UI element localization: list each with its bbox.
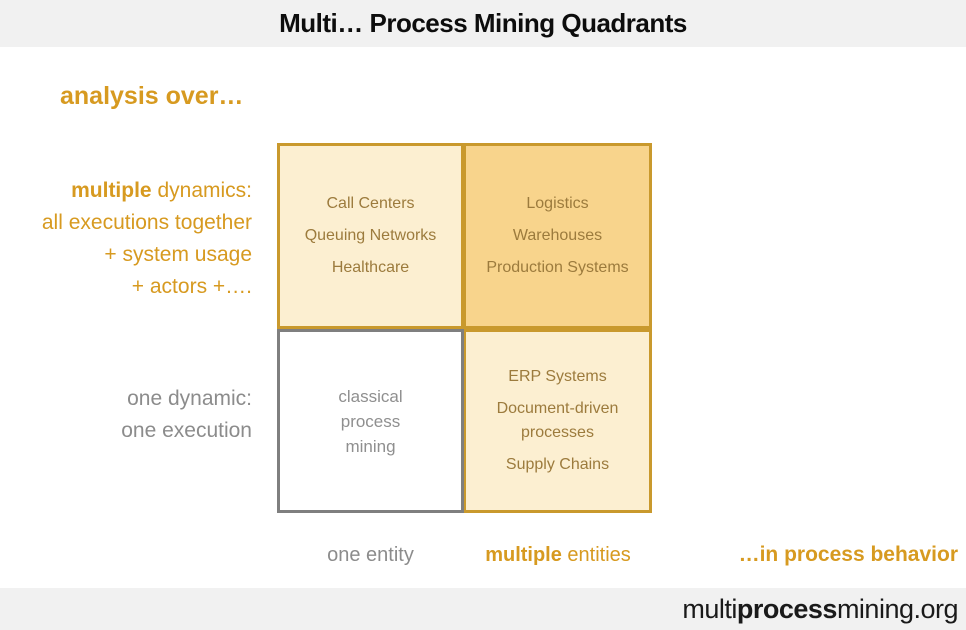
quadrant-bottom-right: ERP Systems Document-driven processes Su… <box>464 329 652 513</box>
x-axis-title: …in process behavior <box>738 543 958 566</box>
quadrant-item: Supply Chains <box>505 456 610 473</box>
logo-bold: process <box>736 594 838 624</box>
y-axis-label-multiple-dynamics: multiple dynamics: all executions togeth… <box>0 175 252 303</box>
x-axis-label-one-entity: one entity <box>327 544 414 566</box>
quadrant-top-right: Logistics Warehouses Production Systems <box>464 143 652 329</box>
quadrant-line: classical <box>338 386 403 406</box>
quadrant-line: mining <box>345 436 396 456</box>
y-high-line-4: + actors +…. <box>131 275 252 298</box>
logo-pre: multi <box>682 594 737 624</box>
quadrant-line: process <box>340 411 401 431</box>
quadrant-item: Production Systems <box>486 259 629 276</box>
y-axis-title: analysis over… <box>60 82 244 110</box>
y-high-bold-word: multiple <box>71 179 152 202</box>
y-low-line-1: one dynamic: <box>127 387 252 410</box>
quadrant-item: Document-driven processes <box>496 400 619 441</box>
quadrant-item: Warehouses <box>512 227 603 244</box>
quadrant-top-left: Call Centers Queuing Networks Healthcare <box>277 143 464 329</box>
logo-post: mining.org <box>836 594 959 624</box>
quadrant-item: Queuing Networks <box>304 227 437 244</box>
y-high-line-1: multiple dynamics: <box>0 175 252 207</box>
quadrant-bottom-left: classical process mining <box>277 329 464 513</box>
x-axis-label-multiple-entities: multiple entities <box>464 541 652 569</box>
quadrant-item: ERP Systems <box>508 368 607 385</box>
y-high-line-2: all executions together <box>41 211 252 234</box>
y-low-line-2: one execution <box>121 419 252 442</box>
footer-bar: multiprocessmining.org <box>0 588 966 630</box>
x-high-rest: entities <box>561 544 631 566</box>
website-logo: multiprocessmining.org <box>0 588 966 630</box>
page-title: Multi… Process Mining Quadrants <box>279 8 687 38</box>
y-axis-label-one-dynamic: one dynamic: one execution <box>0 383 252 447</box>
quadrant-item: Healthcare <box>331 259 410 276</box>
title-bar: Multi… Process Mining Quadrants <box>0 0 966 47</box>
y-high-rest: dynamics: <box>151 179 252 202</box>
quadrant-item: Logistics <box>526 195 589 212</box>
y-high-line-3: + system usage <box>104 243 252 266</box>
x-high-bold-word: multiple <box>485 544 562 566</box>
quadrant-item: Call Centers <box>326 195 415 212</box>
